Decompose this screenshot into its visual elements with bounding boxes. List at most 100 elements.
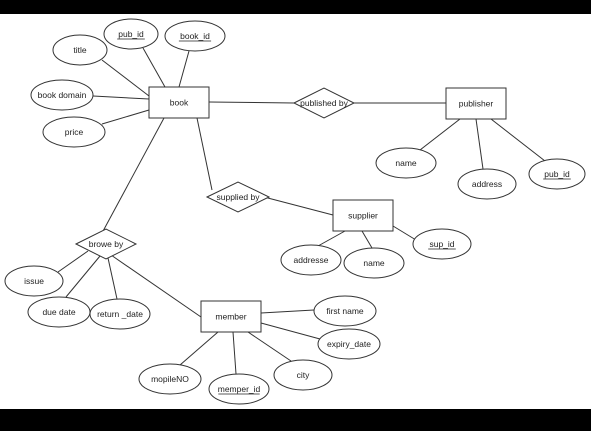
attribute-ellipse bbox=[412, 228, 472, 260]
attribute-sup-name: name bbox=[343, 247, 405, 279]
edge-book-price bbox=[101, 109, 150, 125]
attribute-label: name bbox=[395, 158, 417, 168]
attribute-book-domain: book domain bbox=[30, 79, 94, 111]
attribute-label: book_id bbox=[180, 31, 210, 41]
edge-supplier-sup_name bbox=[361, 230, 373, 249]
attribute-price: price bbox=[42, 116, 106, 148]
attribute-issue: issue bbox=[4, 265, 64, 297]
relationship-diamond bbox=[292, 87, 356, 119]
attribute-sup-id: sup_id bbox=[412, 228, 472, 260]
edge-supplier-sup_id bbox=[392, 225, 417, 241]
entity-publisher: publisher bbox=[445, 87, 507, 120]
edge-browe_by-member bbox=[110, 254, 202, 318]
attribute-label: book domain bbox=[38, 90, 87, 100]
attribute-book-id: book_id bbox=[164, 20, 226, 52]
entity-book: book bbox=[148, 86, 210, 119]
edge-book-browe_by bbox=[101, 117, 165, 234]
edge-browe_by-due_date bbox=[65, 255, 101, 298]
entity-supplier: supplier bbox=[332, 199, 394, 232]
edge-book-book_id bbox=[178, 50, 190, 88]
edge-publisher-pub_id_publisher bbox=[490, 118, 546, 162]
attribute-mopileNO: mopileNO bbox=[138, 363, 202, 395]
attribute-ellipse bbox=[273, 359, 333, 391]
attribute-expiry-date: expiry_date bbox=[317, 328, 381, 360]
edge-publisher-pub_name bbox=[419, 118, 461, 151]
attribute-label: price bbox=[65, 127, 84, 137]
attribute-due-date: due date bbox=[27, 296, 91, 328]
relationship-label: supplied by bbox=[216, 192, 260, 202]
attribute-ellipse bbox=[528, 158, 586, 190]
attribute-pub-name: name bbox=[375, 147, 437, 179]
edge-book-pub_id_book bbox=[142, 47, 166, 88]
entity-label: publisher bbox=[459, 99, 494, 109]
edge-book-book_domain bbox=[92, 95, 150, 100]
edge-book-title bbox=[101, 59, 150, 97]
attribute-ellipse bbox=[103, 18, 159, 50]
edge-publisher-pub_address bbox=[475, 118, 484, 170]
attribute-ellipse bbox=[89, 298, 151, 330]
attribute-sup-addresse: addresse bbox=[280, 244, 342, 276]
entity-box bbox=[332, 199, 394, 232]
attribute-ellipse bbox=[30, 79, 94, 111]
attribute-ellipse bbox=[4, 265, 64, 297]
edge-member-mopileNO bbox=[179, 331, 219, 366]
edge-member-expiry_date bbox=[260, 322, 321, 340]
relationship-label: browe by bbox=[89, 239, 124, 249]
edge-book-supplied_by bbox=[196, 117, 213, 191]
node-layer: book publisher supplier member published by s… bbox=[4, 18, 586, 405]
attribute-label: city bbox=[297, 370, 311, 380]
attribute-ellipse bbox=[457, 168, 517, 200]
attribute-label: name bbox=[363, 258, 385, 268]
attribute-pub-id-publisher: pub_id bbox=[528, 158, 586, 190]
attribute-label: memper_id bbox=[218, 384, 261, 394]
attribute-label: first name bbox=[326, 306, 364, 316]
edge-member-first_name bbox=[260, 309, 315, 314]
attribute-pub-address: address bbox=[457, 168, 517, 200]
edge-browe_by-return_date bbox=[107, 257, 118, 300]
attribute-city: city bbox=[273, 359, 333, 391]
edge-layer bbox=[57, 47, 546, 375]
edge-book-published_by bbox=[208, 101, 295, 104]
er-diagram-canvas: book publisher supplier member published by s… bbox=[0, 14, 591, 409]
attribute-ellipse bbox=[52, 34, 108, 66]
attribute-label: pub_id bbox=[118, 29, 144, 39]
edge-supplier-sup_addresse bbox=[317, 230, 346, 247]
attribute-label: due date bbox=[42, 307, 75, 317]
entity-box bbox=[148, 86, 210, 119]
attribute-label: title bbox=[73, 45, 87, 55]
attribute-ellipse bbox=[375, 147, 437, 179]
attribute-label: return _date bbox=[97, 309, 143, 319]
attribute-label: addresse bbox=[294, 255, 329, 265]
attribute-label: expiry_date bbox=[327, 339, 371, 349]
edge-member-city bbox=[247, 331, 292, 362]
attribute-ellipse bbox=[164, 20, 226, 52]
attribute-pub-id-book: pub_id bbox=[103, 18, 159, 50]
attribute-label: address bbox=[472, 179, 502, 189]
attribute-ellipse bbox=[343, 247, 405, 279]
entity-box bbox=[200, 300, 262, 333]
entity-label: supplier bbox=[348, 211, 378, 221]
attribute-ellipse bbox=[208, 373, 270, 405]
relationship-supplied-by: supplied by bbox=[205, 181, 271, 213]
attribute-label: pub_id bbox=[544, 169, 570, 179]
attribute-ellipse bbox=[280, 244, 342, 276]
relationship-label: published by bbox=[300, 98, 348, 108]
attribute-memper-id: memper_id bbox=[208, 373, 270, 405]
attribute-return-date: return _date bbox=[89, 298, 151, 330]
attribute-ellipse bbox=[313, 295, 377, 327]
attribute-title: title bbox=[52, 34, 108, 66]
entity-label: book bbox=[170, 98, 189, 108]
attribute-first-name: first name bbox=[313, 295, 377, 327]
attribute-label: sup_id bbox=[429, 239, 454, 249]
attribute-ellipse bbox=[138, 363, 202, 395]
entity-box bbox=[445, 87, 507, 120]
relationship-published-by: published by bbox=[292, 87, 356, 119]
attribute-label: mopileNO bbox=[151, 374, 189, 384]
relationship-diamond bbox=[74, 228, 138, 260]
edge-member-memper_id bbox=[232, 331, 237, 375]
er-diagram: book publisher supplier member published by s… bbox=[4, 18, 586, 405]
entity-member: member bbox=[200, 300, 262, 333]
attribute-ellipse bbox=[42, 116, 106, 148]
relationship-browe-by: browe by bbox=[74, 228, 138, 260]
